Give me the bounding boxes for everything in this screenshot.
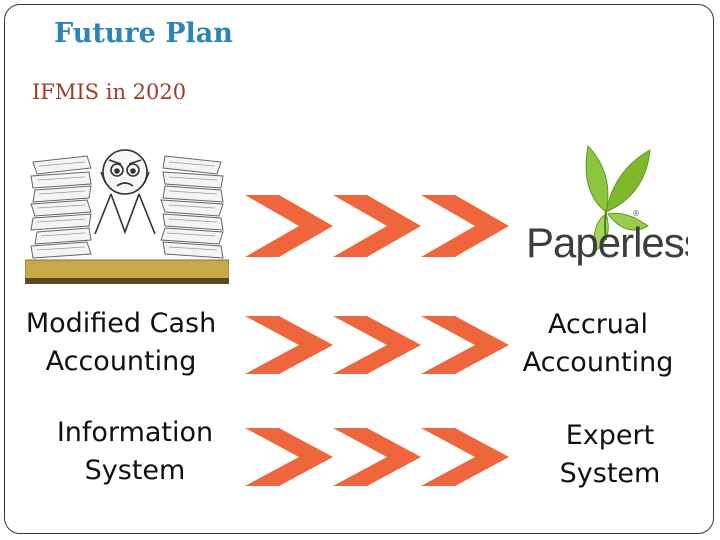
chevron-right-icon	[333, 316, 421, 374]
chevron-right-icon	[245, 428, 333, 486]
chevron-right-icon	[421, 428, 509, 486]
chevron-right-icon	[245, 195, 333, 257]
chevron-right-icon	[333, 428, 421, 486]
desk	[25, 259, 229, 281]
slide-subtitle: IFMIS in 2020	[32, 80, 187, 104]
slide-frame	[4, 4, 714, 534]
arrow-row-1	[245, 195, 509, 257]
label-information-system: Information System	[56, 417, 214, 486]
label-expert-system: Expert System	[559, 420, 661, 489]
stressed-person-illustration	[25, 142, 229, 284]
label-modified-cash-accounting: Modified Cash Accounting	[25, 308, 217, 377]
chevron-right-icon	[421, 316, 509, 374]
paper-stack-left	[30, 155, 92, 259]
label-accrual-accounting: Accrual Accounting	[522, 309, 674, 378]
leaf-logo-icon	[585, 144, 651, 253]
paper-stack-right	[160, 155, 224, 259]
arrow-row-3	[245, 428, 509, 486]
chevron-right-icon	[245, 316, 333, 374]
chevron-right-icon	[421, 195, 509, 257]
arrow-row-2	[245, 316, 509, 374]
chevron-right-icon	[333, 195, 421, 257]
paperless-word: Paperless	[526, 219, 688, 266]
registered-symbol: ®	[632, 209, 640, 218]
slide-title: Future Plan	[54, 18, 233, 49]
paperless-logo: Paperless ®	[526, 144, 688, 266]
worried-face	[94, 149, 156, 235]
